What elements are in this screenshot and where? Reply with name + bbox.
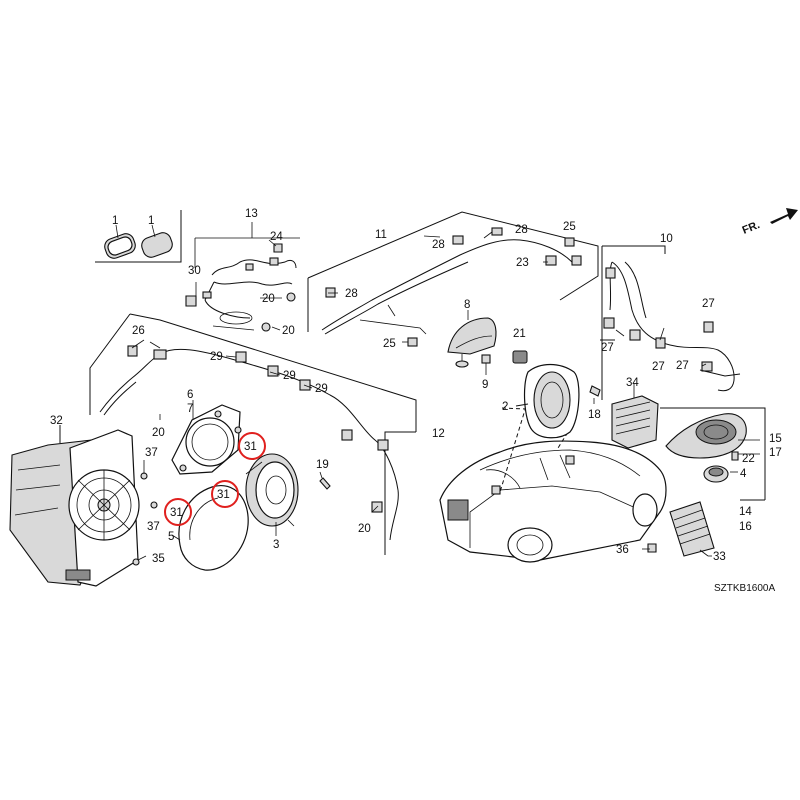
- callout-11: 11: [375, 229, 387, 241]
- vehicle-body: [439, 399, 667, 563]
- callout-25b: 25: [383, 338, 396, 350]
- part-1-covers: [95, 210, 182, 263]
- part-6-7-speaker-brackets: [171, 400, 249, 571]
- callout-17: 17: [769, 447, 782, 459]
- callout-27d: 27: [676, 360, 689, 372]
- callout-14: 14: [739, 506, 752, 518]
- leader-lines: [131, 231, 712, 561]
- callout-20d: 20: [358, 523, 371, 535]
- callout-31b: 31: [217, 489, 230, 501]
- callout-33: 33: [713, 551, 726, 563]
- callout-30: 30: [188, 265, 201, 277]
- callout-20b: 20: [282, 325, 295, 337]
- callout-3: 3: [273, 539, 279, 551]
- callout-12: 12: [432, 428, 445, 440]
- callout-5: 5: [168, 531, 174, 543]
- callout-26: 26: [132, 325, 145, 337]
- part-13-harness: [185, 222, 300, 332]
- part-14-tweeter-assembly: [660, 407, 766, 501]
- callout-37b: 37: [147, 521, 160, 533]
- callout-29b: 29: [283, 370, 296, 382]
- callout-9: 9: [482, 379, 488, 391]
- callout-37a: 37: [145, 447, 158, 459]
- callout-20c: 20: [152, 427, 165, 439]
- callout-23: 23: [516, 257, 529, 269]
- callout-28a: 28: [432, 239, 445, 251]
- part-34-amplifier: [611, 384, 659, 449]
- front-direction-label: FR.: [741, 219, 762, 237]
- callout-27b: 27: [601, 342, 614, 354]
- callout-4: 4: [740, 468, 747, 480]
- highlight-circle-31b: [211, 480, 239, 508]
- diagram-code: SZTKB1600A: [714, 583, 775, 594]
- callout-27a: 27: [702, 298, 715, 310]
- callout-22: 22: [742, 453, 755, 465]
- callout-34: 34: [626, 377, 639, 389]
- part-32-subwoofer-enclosure: [9, 425, 158, 587]
- callout-28c: 28: [345, 288, 358, 300]
- callout-18: 18: [588, 409, 601, 421]
- part-12-main-harness: [89, 313, 417, 555]
- callout-25a: 25: [563, 221, 576, 233]
- callout-29c: 29: [315, 383, 328, 395]
- callout-28b: 28: [515, 224, 528, 236]
- part-2-rear-speaker: [515, 363, 601, 439]
- callout-2: 2: [502, 401, 508, 413]
- callout-1b: 1: [148, 215, 154, 227]
- highlight-circle-31c: [164, 498, 192, 526]
- part-11-antenna-cable: [307, 211, 599, 347]
- part-3-door-speaker: [245, 453, 331, 536]
- callout-29a: 29: [210, 351, 223, 363]
- callout-15: 15: [769, 433, 782, 445]
- callout-6: 6: [187, 389, 193, 401]
- callout-20a: 20: [262, 293, 275, 305]
- callout-31c: 31: [170, 507, 183, 519]
- front-direction-indicator: FR.: [741, 208, 798, 237]
- callout-31a: 31: [244, 441, 257, 453]
- highlight-markers: [164, 432, 266, 526]
- front-arrow-icon: [770, 208, 798, 224]
- callout-32: 32: [50, 415, 63, 427]
- callouts: 1 1 13 24 30 20 20 11 28 28 28 25 23 8 2…: [50, 208, 782, 565]
- callout-36: 36: [616, 544, 629, 556]
- callout-7: 7: [187, 403, 193, 415]
- part-8-roof-antenna: [447, 310, 528, 375]
- callout-8: 8: [464, 299, 470, 311]
- callout-16: 16: [739, 521, 752, 533]
- callout-10: 10: [660, 233, 673, 245]
- callout-19: 19: [316, 459, 329, 471]
- callout-1a: 1: [112, 215, 118, 227]
- callout-27c: 27: [652, 361, 665, 373]
- callout-35: 35: [152, 553, 165, 565]
- callout-13: 13: [245, 208, 258, 220]
- part-10-harness: [600, 245, 741, 400]
- callout-24: 24: [270, 231, 283, 243]
- highlight-circle-31a: [238, 432, 266, 460]
- callout-21: 21: [513, 328, 526, 340]
